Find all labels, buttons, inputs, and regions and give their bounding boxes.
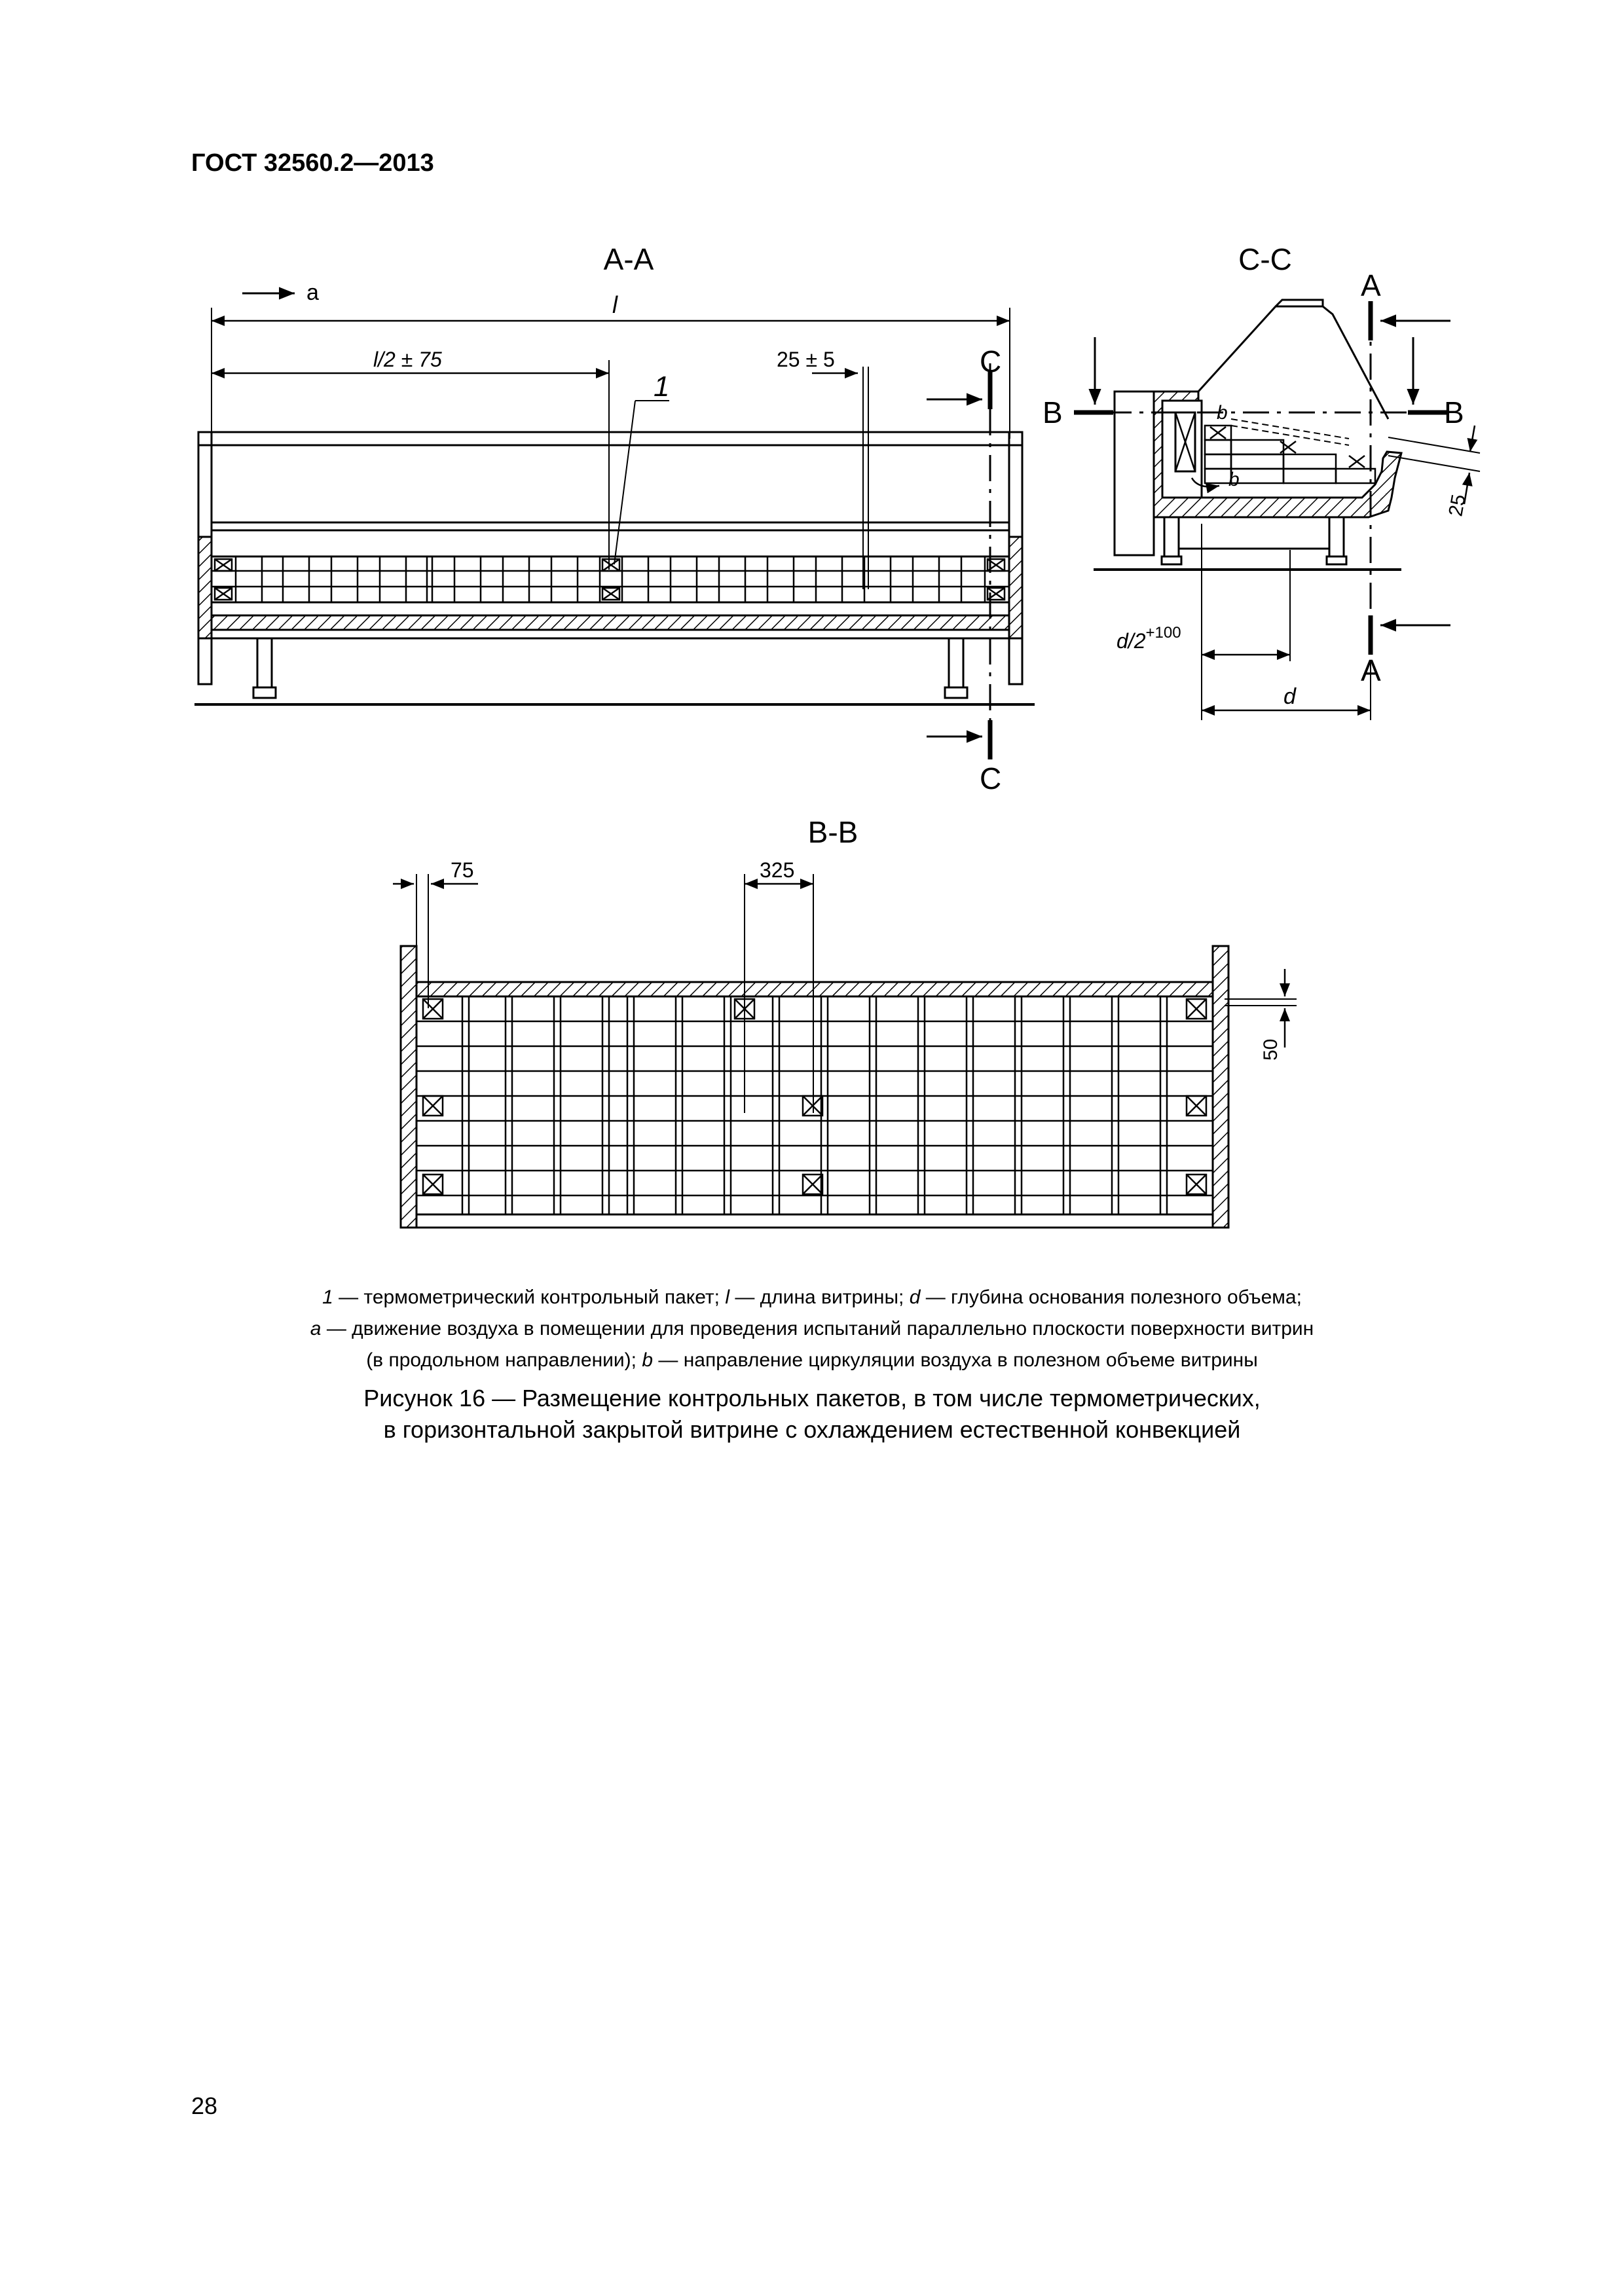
figure-caption: Рисунок 16 — Размещение контрольных паке… [196,1383,1428,1446]
figure-legend: 1 — термометрический контрольный пакет; … [196,1282,1428,1376]
section-cc: С-С b [1043,242,1481,720]
item-1-label: 1 [654,371,669,403]
offset-label: 25 ± 5 [777,348,835,371]
legend-text-3b: — направление циркуляции воздуха в полез… [653,1349,1258,1371]
cut-c-top: С [980,344,1001,378]
page-number: 28 [191,2092,218,2119]
dim-325-label: 325 [760,858,794,882]
legend-item-1: 1 [322,1286,333,1308]
dim-75-label: 75 [451,858,474,882]
section-bb-title: В-В [808,815,858,849]
cut-c-bottom: С [980,761,1001,795]
legend-sym-a: а [310,1318,322,1339]
legend-line-2: а — движение воздуха в помещении для про… [196,1313,1428,1345]
cut-b-right: В [1444,395,1464,429]
caption-line-2: в горизонтальной закрытой витрине с охла… [383,1416,1241,1443]
dim-d-half-label: d/2+100 [1116,624,1181,653]
dim-d-label: d [1283,684,1297,709]
dim-d-half-text: d/2 [1116,629,1146,653]
legend-line-3: (в продольном направлении); b — направле… [196,1345,1428,1376]
bb-package-grid [415,995,1214,1216]
dim-d-half-sup: +100 [1145,624,1181,642]
aa-package-row [212,556,1009,602]
half-length-label: l/2 ± 75 [373,348,442,371]
legend-text-2: — движение воздуха в помещении для прове… [321,1318,1314,1339]
legend-text-1c: — глубина основания полезного объема; [920,1286,1302,1308]
legend-text-3a: (в продольном направлении); [366,1349,642,1371]
cut-b-left: В [1043,395,1063,429]
caption-line-1: Рисунок 16 — Размещение контрольных паке… [363,1385,1261,1412]
dim-25-label: 25 [1445,493,1469,519]
dim-50-label: 50 [1260,1039,1282,1061]
document-header: ГОСТ 32560.2—2013 [191,149,434,177]
section-aa: А-А a l l/2 ± 75 25 ± 5 1 [194,242,1035,795]
section-bb: В-В 75 325 50 [393,815,1297,1229]
flow-b-label-2: b [1228,469,1240,490]
legend-text-1a: — термометрический контрольный пакет; [333,1286,726,1308]
airflow-label: a [306,280,319,305]
section-cc-title: С-С [1238,242,1292,276]
length-label: l [612,291,618,318]
cut-a-top: А [1361,268,1381,302]
legend-sym-l: l [725,1286,729,1308]
section-aa-title: А-А [604,242,654,276]
legend-sym-d: d [909,1286,921,1308]
legend-text-1b: — длина витрины; [729,1286,910,1308]
legend-line-1: 1 — термометрический контрольный пакет; … [196,1282,1428,1313]
legend-sym-b: b [642,1349,654,1371]
